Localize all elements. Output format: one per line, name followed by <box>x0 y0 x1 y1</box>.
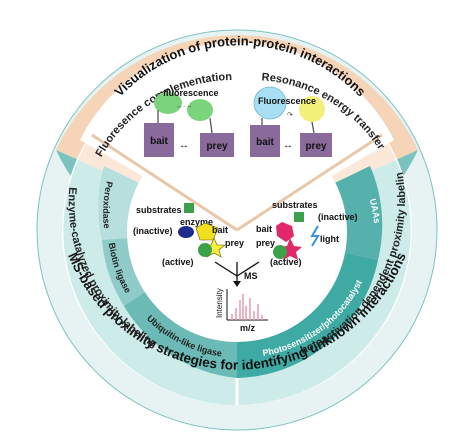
bait-shape-right <box>276 222 294 242</box>
right-substrate-square <box>294 212 304 222</box>
left-double-arrow-icon: ↔ <box>179 140 189 151</box>
right-bait-label: bait <box>256 224 272 234</box>
bait-label-left: bait <box>150 136 168 147</box>
bait-box-left <box>144 123 174 157</box>
right-prey-label: prey <box>256 238 275 248</box>
ms-spectrum: MS Intensity m/z <box>214 261 268 333</box>
left-prey-label: prey <box>225 238 244 248</box>
donor-circle <box>253 86 287 120</box>
enzyme-labeling-illustration: substrates (inactive) enzyme bait prey (… <box>133 203 244 267</box>
prey-label-right: prey <box>305 141 327 152</box>
photo-labeling-illustration: substrates (inactive) bait prey light (a… <box>256 200 358 267</box>
right-inactive-label: (inactive) <box>318 212 358 222</box>
left-inactive-label: (inactive) <box>133 226 173 236</box>
prey-label-left: prey <box>206 141 228 152</box>
bait-box-right <box>250 125 280 157</box>
split-fluor-right <box>187 99 213 121</box>
lightning-icon <box>310 225 320 247</box>
acceptor-linker <box>311 121 315 134</box>
energy-arrow-icon: ↷ <box>287 112 293 119</box>
intensity-label: Intensity <box>215 288 224 318</box>
left-bait-label: bait <box>212 225 228 235</box>
green-prey-circle-right <box>273 245 287 259</box>
right-double-arrow-icon: ↔ <box>283 140 293 151</box>
fluorescence-complementation-illustration: fluorescence ←·→ bait prey ↔ <box>144 88 234 157</box>
ms-arrowhead <box>233 281 241 287</box>
wedge-edges <box>91 133 383 232</box>
acceptor-circle <box>299 96 325 122</box>
left-substrates-label: substrates <box>136 205 182 215</box>
right-active-label: (active) <box>270 257 302 267</box>
enzyme-label: enzyme <box>180 217 213 227</box>
bait-shape-left <box>195 222 219 241</box>
split-fluor-left <box>154 92 182 114</box>
bait-label-right: bait <box>256 137 274 148</box>
prey-box-left <box>200 133 234 157</box>
light-label: light <box>320 234 339 244</box>
prey-box-right <box>300 133 332 157</box>
ms-label: MS <box>244 271 258 281</box>
top-wedge <box>80 42 394 230</box>
enzyme-shape <box>178 226 194 238</box>
mz-label: m/z <box>240 323 256 333</box>
left-substrate-square <box>184 203 194 213</box>
left-fluorescence-label: fluorescence <box>163 88 219 98</box>
resonance-transfer-illustration: Fluorescence ↷ bait prey ↔ <box>250 86 332 157</box>
spectrum-peaks <box>231 294 263 320</box>
right-substrates-label: substrates <box>272 200 318 210</box>
left-active-label: (active) <box>162 257 194 267</box>
right-fluorescence-label: Fluorescence <box>258 96 316 106</box>
green-prey-circle <box>198 243 212 257</box>
left-arrow-icon: ←·→ <box>176 103 192 110</box>
right-linker <box>209 117 213 134</box>
